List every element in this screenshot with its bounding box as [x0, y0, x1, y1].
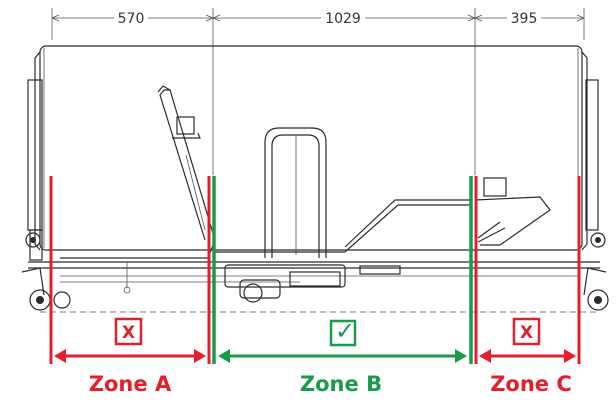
cross-box-icon [512, 317, 541, 346]
dimension-label-b: 1029 [325, 11, 361, 27]
zone-c: X Zone C [479, 317, 576, 396]
zone-boundaries [49, 176, 581, 364]
zone-c-label: Zone C [490, 372, 572, 396]
zone-a: X Zone A [54, 317, 206, 396]
dimension-label-c: 395 [511, 11, 538, 27]
zone-b: ✓ Zone B [218, 317, 467, 396]
zone-b-label: Zone B [300, 372, 382, 396]
zone-b-mark: ✓ [335, 317, 355, 345]
dimension-label-a: 570 [118, 11, 145, 27]
cross-box-icon [114, 317, 143, 346]
dimension-bar: 570 1029 395 [51, 8, 585, 175]
zone-c-mark: X [520, 323, 533, 343]
zone-a-label: Zone A [89, 372, 172, 396]
zone-a-mark: X [122, 323, 135, 343]
bed-drawing [21, 45, 609, 313]
check-box-icon [329, 319, 357, 347]
